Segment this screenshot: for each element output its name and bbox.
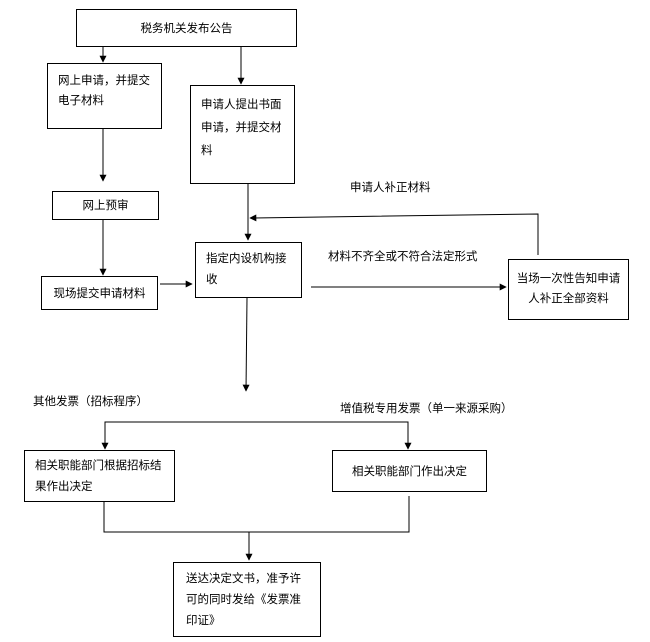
- branch-connector: [104, 421, 409, 448]
- arrow-accept-down: [242, 297, 250, 392]
- node-dept-decide: 相关职能部门作出决定: [332, 450, 487, 492]
- node-notify-once: 当场一次性告知申请人补正全部资料: [508, 259, 629, 320]
- node-announce: 税务机关发布公告: [76, 9, 297, 47]
- label-incomplete: 材料不齐全或不符合法定形式: [328, 249, 478, 263]
- node-online-review: 网上预审: [52, 191, 159, 220]
- arrow-notify-back-to-accept: [249, 213, 539, 255]
- label-other-invoice: 其他发票（招标程序）: [33, 394, 148, 408]
- label-supplement: 申请人补正材料: [350, 180, 431, 194]
- node-online-apply: 网上申请，并提交电子材料: [47, 63, 162, 129]
- node-written-apply: 申请人提出书面申请，并提交材料: [190, 85, 295, 184]
- label-vat-invoice: 增值税专用发票（单一来源采购）: [340, 401, 513, 415]
- node-dept-bid: 相关职能部门根据招标结果作出决定: [24, 450, 175, 502]
- node-accept: 指定内设机构接收: [195, 242, 302, 298]
- merge-connector: [103, 496, 410, 533]
- node-onsite-submit: 现场提交申请材料: [41, 276, 158, 310]
- node-deliver: 送达决定文书，准予许可的同时发给《发票准印证》: [173, 562, 321, 637]
